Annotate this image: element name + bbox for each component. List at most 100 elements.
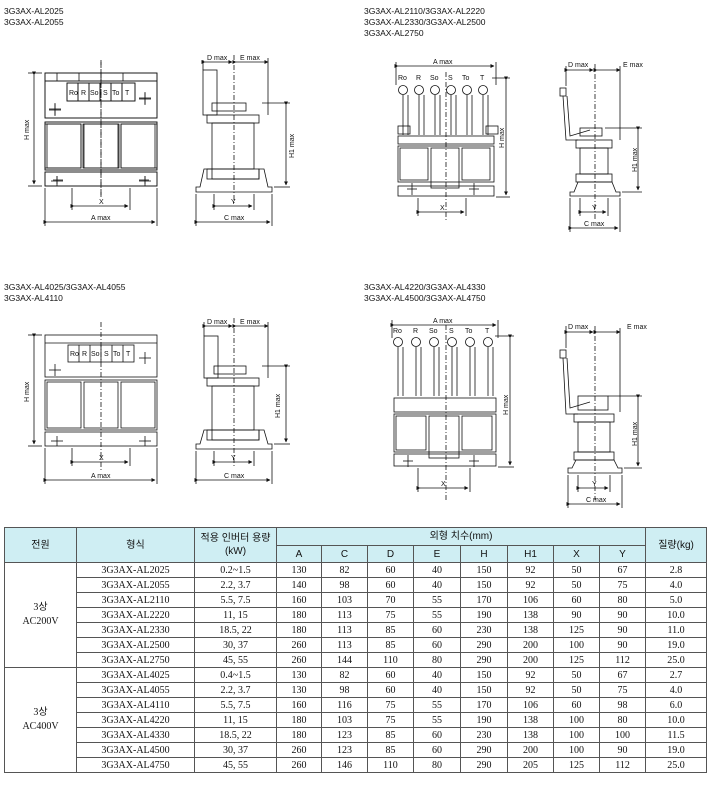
dim-cell: 260 — [276, 652, 322, 668]
dim-cell: 103 — [321, 592, 368, 608]
dim-cell: 75 — [598, 682, 647, 698]
dim-x: X — [441, 481, 446, 488]
mass-cell: 2.8 — [645, 562, 708, 578]
dim-cell: 190 — [460, 712, 508, 728]
dim-d-max: D max — [568, 62, 589, 69]
model-cell: 3G3AX-AL2055 — [76, 577, 195, 593]
dim-cell: 138 — [507, 607, 554, 623]
mass-cell: 11.5 — [645, 727, 708, 743]
dim-d-max: D max — [568, 324, 589, 331]
dim-cell: 140 — [276, 577, 322, 593]
dim-a-max: A max — [433, 318, 453, 325]
dim-cell: 50 — [553, 562, 600, 578]
dim-cell: 40 — [413, 577, 461, 593]
dim-cell: 180 — [276, 727, 322, 743]
dim-cell: 75 — [367, 607, 414, 623]
dim-cell: 98 — [598, 697, 647, 713]
dim-cell: 260 — [276, 757, 322, 773]
dim-cell: 80 — [598, 592, 647, 608]
caption-line: 3G3AX-AL2750 — [364, 28, 424, 38]
caption-line: 3G3AX-AL2025 — [4, 6, 64, 16]
dim-cell: 85 — [367, 727, 414, 743]
dim-cell: 113 — [321, 637, 368, 653]
mass-cell: 19.0 — [645, 637, 708, 653]
dim-cell: 150 — [460, 667, 508, 683]
dim-cell: 90 — [598, 607, 647, 623]
dim-cell: 85 — [367, 742, 414, 758]
header-dim-col: H — [460, 545, 508, 563]
dim-cell: 112 — [598, 652, 647, 668]
caption-bottom-right: 3G3AX-AL4220/3G3AX-AL4330 3G3AX-AL4500/3… — [364, 282, 485, 304]
header-power: 전원 — [4, 527, 77, 563]
mass-cell: 25.0 — [645, 757, 708, 773]
dim-cell: 180 — [276, 607, 322, 623]
front-view-al2025 — [28, 62, 158, 226]
terminal-label: S — [449, 328, 454, 335]
dim-cell: 290 — [460, 757, 508, 773]
header-dim-col: H1 — [507, 545, 554, 563]
capacity-cell: 18.5, 22 — [194, 727, 277, 743]
dim-cell: 82 — [321, 562, 368, 578]
dim-cell: 90 — [598, 742, 647, 758]
capacity-cell: 45, 55 — [194, 757, 277, 773]
dim-cell: 85 — [367, 637, 414, 653]
dim-cell: 55 — [413, 592, 461, 608]
dim-cell: 110 — [367, 652, 414, 668]
dim-cell: 230 — [460, 727, 508, 743]
caption-line: 3G3AX-AL2110/3G3AX-AL2220 — [364, 6, 485, 16]
model-cell: 3G3AX-AL4750 — [76, 757, 195, 773]
dim-y: Y — [592, 205, 597, 212]
dim-cell: 60 — [553, 697, 600, 713]
spec-table: 전원 형식 적용 인버터 용량(kW) 외형 치수(mm) 질량(kg) A C… — [4, 527, 708, 773]
dim-cell: 90 — [598, 637, 647, 653]
dim-cell: 170 — [460, 697, 508, 713]
dim-cell: 150 — [460, 682, 508, 698]
dim-c-max: C max — [224, 215, 245, 222]
dim-cell: 290 — [460, 652, 508, 668]
dim-cell: 106 — [507, 592, 554, 608]
dim-cell: 92 — [507, 667, 554, 683]
dim-cell: 40 — [413, 562, 461, 578]
dim-cell: 125 — [553, 652, 600, 668]
mass-cell: 4.0 — [645, 577, 708, 593]
dim-cell: 200 — [507, 637, 554, 653]
power-voltage: AC400V — [22, 721, 59, 732]
mass-cell: 4.0 — [645, 682, 708, 698]
dim-cell: 92 — [507, 682, 554, 698]
dim-cell: 85 — [367, 622, 414, 638]
dim-y: Y — [231, 199, 236, 206]
dim-e-max: E max — [623, 62, 643, 69]
capacity-cell: 5.5, 7.5 — [194, 592, 277, 608]
caption-line: 3G3AX-AL4220/3G3AX-AL4330 — [364, 282, 486, 292]
terminal-label: R — [82, 351, 87, 358]
model-cell: 3G3AX-AL4220 — [76, 712, 195, 728]
header-dim-col: C — [321, 545, 368, 563]
dim-cell: 116 — [321, 697, 368, 713]
dim-cell: 67 — [598, 562, 647, 578]
capacity-cell: 0.2~1.5 — [194, 562, 277, 578]
drawing-overlay: Ro R So S To T X A max H max D max E max… — [24, 55, 647, 508]
header-model: 형식 — [76, 527, 195, 563]
dim-cell: 80 — [598, 712, 647, 728]
dim-cell: 100 — [553, 637, 600, 653]
header-dim-col: E — [413, 545, 461, 563]
dim-h1-max: H1 max — [632, 421, 639, 446]
dim-cell: 130 — [276, 562, 322, 578]
capacity-cell: 45, 55 — [194, 652, 277, 668]
dim-cell: 170 — [460, 592, 508, 608]
dim-cell: 125 — [553, 757, 600, 773]
dim-cell: 92 — [507, 562, 554, 578]
dim-cell: 60 — [413, 637, 461, 653]
dim-cell: 205 — [507, 757, 554, 773]
mass-cell: 6.0 — [645, 697, 708, 713]
side-view-al2110 — [559, 64, 642, 232]
